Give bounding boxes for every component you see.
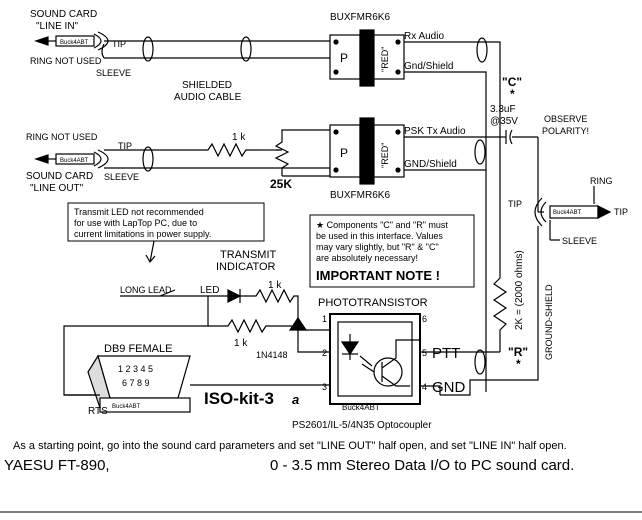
components-note-3: may vary slightly, but "R" & "C" [316, 242, 439, 252]
top-gnd-label: Gnd/Shield [404, 61, 453, 72]
pin-3: 3 [322, 382, 327, 392]
transmit-indicator-1: TRANSMIT [220, 249, 277, 261]
db9-title: DB9 FEMALE [104, 343, 172, 355]
transmit-led-note-1: Transmit LED not recommended [74, 207, 204, 217]
led-label: LED [200, 285, 219, 296]
resistor-1k-bottom-label: 1 k [234, 338, 248, 349]
optocoupler-part: PS2601/IL-5/4N35 Optocoupler [292, 420, 432, 431]
line-out-plug [34, 149, 109, 169]
ring-right-label: RING [590, 176, 613, 186]
important-note-box [309, 214, 475, 288]
capacitor-name: "C" [502, 75, 522, 89]
line-in-label-1: SOUND CARD [30, 9, 97, 20]
transformer-top [329, 29, 405, 87]
optocoupler-ic [329, 313, 421, 405]
right-stereo-plug [534, 197, 612, 227]
gnd-label: GND [432, 379, 466, 396]
pin-1: 1 [322, 314, 327, 324]
ring-not-used-bot: RING NOT USED [26, 132, 98, 142]
diode-1n4148-label: 1N4148 [256, 350, 288, 360]
transformer-top-secondary: "RED" [380, 47, 390, 72]
observe-label-1: OBSERVE [544, 114, 587, 124]
rts-label: RTS [88, 406, 108, 417]
ground-shield-label: GROUND-SHIELD [544, 284, 554, 360]
capacitor-volt: @35V [490, 116, 518, 127]
db9-connector [87, 354, 191, 413]
transformer-bottom-label: BUXFMR6K6 [330, 190, 390, 201]
kit-suffix: a [292, 392, 299, 407]
capacitor-star: * [510, 87, 515, 101]
transmit-indicator-2: INDICATOR [216, 261, 276, 273]
line-out-label-2: "LINE OUT" [30, 183, 84, 194]
sleeve-top: SLEEVE [96, 68, 131, 78]
tip-right-mid-label: TIP [508, 199, 522, 209]
components-note-4: are absolutely necessary! [316, 253, 418, 263]
sleeve-right-label: SLEEVE [562, 236, 597, 246]
shielded-label-2: AUDIO CABLE [174, 92, 242, 103]
plug-brand-bot: Buck4ABT [60, 158, 89, 164]
db9-top-pins: 1 2 3 4 5 [118, 364, 153, 374]
resistor-1k-led-label: 1 k [268, 280, 282, 291]
footer-description: 0 - 3.5 mm Stereo Data I/O to PC sound c… [270, 457, 574, 474]
line-out-label-1: SOUND CARD [26, 171, 93, 182]
r-star-label: * [516, 357, 521, 371]
pin-6: 6 [422, 314, 427, 324]
transformer-bottom-primary: P [340, 146, 348, 160]
components-note-2: be used in this interface. Values [316, 231, 443, 241]
resistor-1k-label: 1 k [232, 132, 246, 143]
db9-bottom-pins: 6 7 8 9 [122, 378, 150, 388]
pot-25k-label: 25K [270, 177, 292, 191]
line-in-label-2: "LINE IN" [36, 21, 79, 32]
transmit-led-note-box [67, 202, 265, 242]
optocoupler-brand: Buck4ABT [342, 403, 380, 412]
observe-label-2: POLARITY! [542, 126, 589, 136]
pin-2: 2 [322, 348, 327, 358]
components-note-1: ★ Components "C" and "R" must [316, 220, 448, 230]
transmit-led-note-3: current limitations in power supply. [74, 229, 211, 239]
phototransistor-title: PHOTOTRANSISTOR [318, 297, 428, 309]
bottom-gnd-label: GND/Shield [404, 159, 457, 170]
footer-radio: YAESU FT-890, [4, 457, 110, 474]
ptt-label: PTT [432, 345, 460, 362]
r-value-label: 2K = (2000 ohms) [514, 250, 525, 330]
right-plug-brand: Buck4ABT [553, 210, 582, 216]
plug-brand-top: Buck4ABT [60, 40, 89, 46]
sleeve-bot: SLEEVE [104, 172, 139, 182]
footer-instruction: As a starting point, go into the sound c… [13, 440, 567, 452]
resistor-1k-top [200, 142, 262, 158]
pin-4: 4 [422, 382, 427, 392]
psk-tx-label: PSK Tx Audio [404, 126, 466, 137]
tip-right-label: TIP [614, 207, 628, 217]
important-note: IMPORTANT NOTE ! [316, 268, 440, 283]
resistor-r [492, 160, 508, 352]
r-name-label: "R" [508, 345, 528, 359]
transformer-bottom [329, 117, 405, 185]
rx-audio-label: Rx Audio [404, 31, 444, 42]
db9-brand: Buck4ABT [112, 404, 141, 410]
tip-top: TIP [112, 39, 126, 49]
capacitor-value: 3.3uF [490, 104, 516, 115]
ring-not-used-top: RING NOT USED [30, 56, 102, 66]
led-diode [227, 289, 242, 303]
tip-bot: TIP [118, 141, 132, 151]
transmit-led-note-2: for use with LapTop PC, due to [74, 218, 197, 228]
shielded-label-1: SHIELDED [182, 80, 232, 91]
pin-5: 5 [422, 348, 427, 358]
transformer-bottom-secondary: "RED" [380, 143, 390, 168]
long-lead-label: LONG LEAD [120, 285, 172, 295]
transformer-top-label: BUXFMR6K6 [330, 12, 390, 23]
transformer-top-primary: P [340, 51, 348, 65]
capacitor-c [500, 129, 539, 212]
kit-name: ISO-kit-3 [204, 389, 274, 408]
